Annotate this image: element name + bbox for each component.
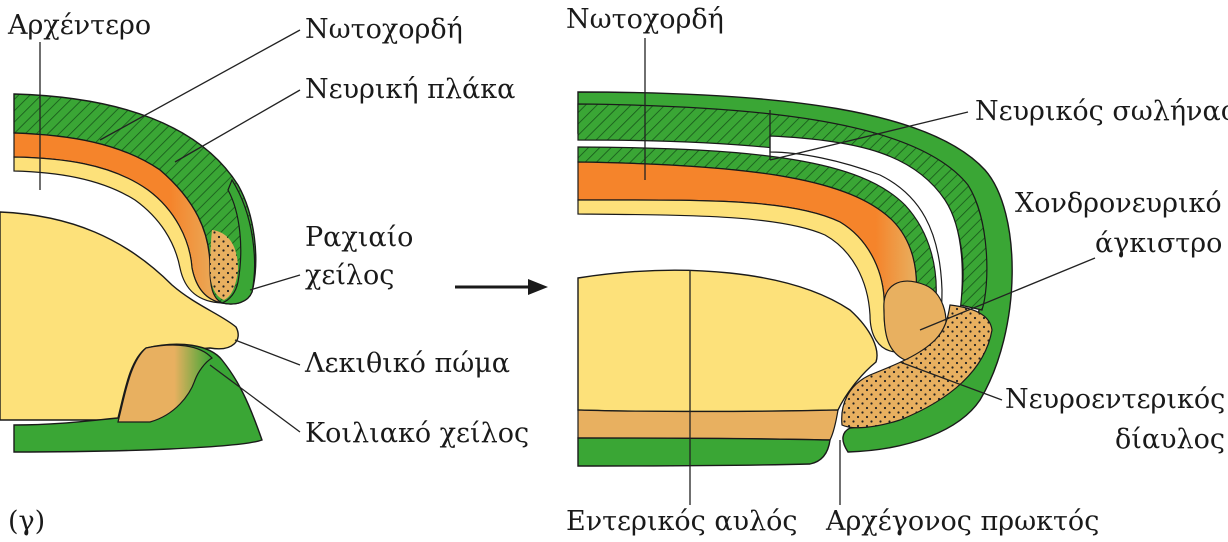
label-primitive-anus: Αρχέγονος πρωκτός [825, 506, 1099, 537]
label-notochord-right: Νωτοχορδή [566, 4, 724, 35]
right-yolk [577, 269, 878, 413]
label-neural-tube: Νευρικός σωλήνας [975, 96, 1228, 127]
leader-hinge [919, 257, 1096, 331]
label-hinge-1: Χονδρονευρικό [1015, 188, 1222, 219]
label-dorsal-lip-1: Ραχιαίο [305, 222, 413, 253]
label-neural-plate: Νευρική πλάκα [305, 74, 515, 105]
right-ventral-endoderm [577, 409, 839, 441]
leader-neural-tube [769, 111, 969, 161]
leader-yolk-plug [234, 339, 301, 366]
leader-neurenteric [899, 361, 1003, 401]
right-dotted-region [841, 304, 993, 429]
leader-ventral-lip [209, 364, 301, 433]
right-leaders [644, 38, 1096, 505]
leader-neural-plate [174, 89, 301, 163]
left-leaders [39, 29, 301, 433]
label-panel-letter: (γ) [8, 506, 45, 537]
labels: Αρχέντερο Νωτοχορδή Νευρική πλάκα Ραχιαί… [7, 4, 1228, 537]
label-gut: Εντερικός αυλός [566, 506, 797, 537]
transition-arrow [455, 279, 548, 295]
right-embryo [577, 91, 1013, 467]
left-endoderm [13, 156, 223, 304]
label-yolk-plug: Λεκιθικό πώμα [304, 348, 510, 379]
leader-notochord-left [99, 29, 301, 141]
left-embryo [0, 93, 263, 453]
label-archenteron: Αρχέντερο [7, 10, 151, 41]
label-hinge-2: άγκιστρο [1095, 228, 1222, 259]
label-ventral-lip: Κοιλιακό χείλος [305, 418, 529, 449]
label-neurenteric-2: δίαυλος [1115, 424, 1225, 455]
right-ventral-ectoderm [577, 437, 831, 467]
label-dorsal-lip-2: χείλος [305, 260, 394, 291]
leader-dorsal-lip [249, 274, 301, 291]
label-notochord-left: Νωτοχορδή [305, 14, 463, 45]
left-dotted-patch [210, 230, 238, 300]
left-ventral-endoderm [117, 344, 213, 423]
label-neurenteric-1: Νευροεντερικός [1005, 384, 1225, 415]
